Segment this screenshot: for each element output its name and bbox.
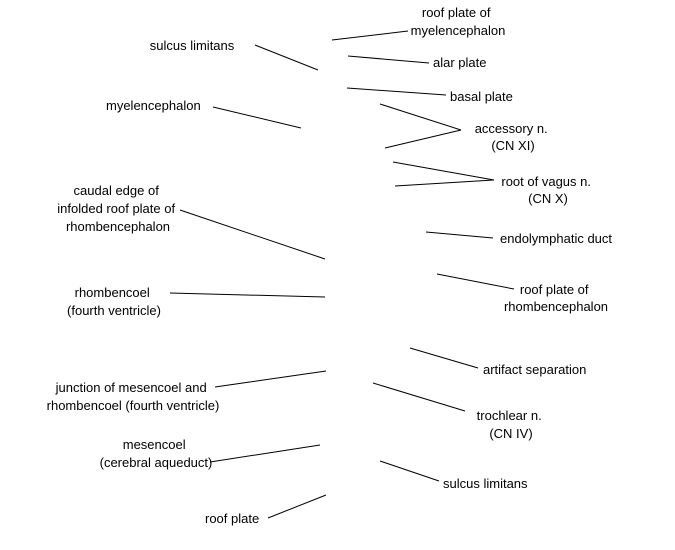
label-caudal-edge: caudal edge of infolded roof plate of rh… xyxy=(57,183,178,234)
label-roof-plate-myelencephalon: roof plate of myelencephalon xyxy=(411,5,506,38)
leader-roof-plate-myelencephalon xyxy=(331,30,409,41)
leader-sulcus-limitans-upper xyxy=(254,44,319,71)
leader-myelencephalon xyxy=(212,106,302,129)
leader-basal-plate xyxy=(346,87,447,96)
leader-accessory-n-a xyxy=(379,103,462,131)
leader-root-vagus-a xyxy=(392,161,495,181)
leader-junction xyxy=(214,370,327,388)
label-junction: junction of mesencoel and rhombencoel (f… xyxy=(47,380,220,413)
label-roof-plate-rhombencephalon: roof plate of rhombencephalon xyxy=(504,282,608,314)
label-rhombencoel: rhombencoel (fourth ventricle) xyxy=(67,285,161,318)
label-artifact-separation: artifact separation xyxy=(483,362,586,377)
leader-root-vagus-b xyxy=(394,179,495,187)
label-basal-plate: basal plate xyxy=(450,89,513,104)
leader-alar-plate xyxy=(347,55,430,64)
leader-endolymphatic-duct xyxy=(425,231,494,239)
label-mesencoel: mesencoel (cerebral aqueduct) xyxy=(100,437,213,470)
label-sulcus-limitans-upper: sulcus limitans xyxy=(150,38,235,53)
leader-roof-plate-rhombencephalon xyxy=(436,273,515,290)
label-roof-plate: roof plate xyxy=(205,511,259,526)
leader-mesencoel xyxy=(209,444,321,463)
label-root-vagus-n: root of vagus n. (CN X) xyxy=(501,174,594,206)
leader-roof-plate xyxy=(267,494,327,519)
label-myelencephalon: myelencephalon xyxy=(106,98,201,113)
leader-rhombencoel xyxy=(169,292,326,298)
leader-sulcus-limitans-lower xyxy=(379,460,440,482)
leader-caudal-edge xyxy=(179,209,326,260)
label-trochlear-n: trochlear n. (CN IV) xyxy=(477,408,546,441)
leader-artifact-separation xyxy=(409,347,479,369)
label-accessory-n: accessory n. (CN XI) xyxy=(475,121,552,153)
leader-accessory-n-b xyxy=(384,129,462,149)
leader-trochlear-n xyxy=(372,382,466,412)
label-sulcus-limitans-lower: sulcus limitans xyxy=(443,476,528,491)
label-endolymphatic-duct: endolymphatic duct xyxy=(500,231,612,246)
leader-lines xyxy=(169,30,515,519)
label-alar-plate: alar plate xyxy=(433,55,486,70)
